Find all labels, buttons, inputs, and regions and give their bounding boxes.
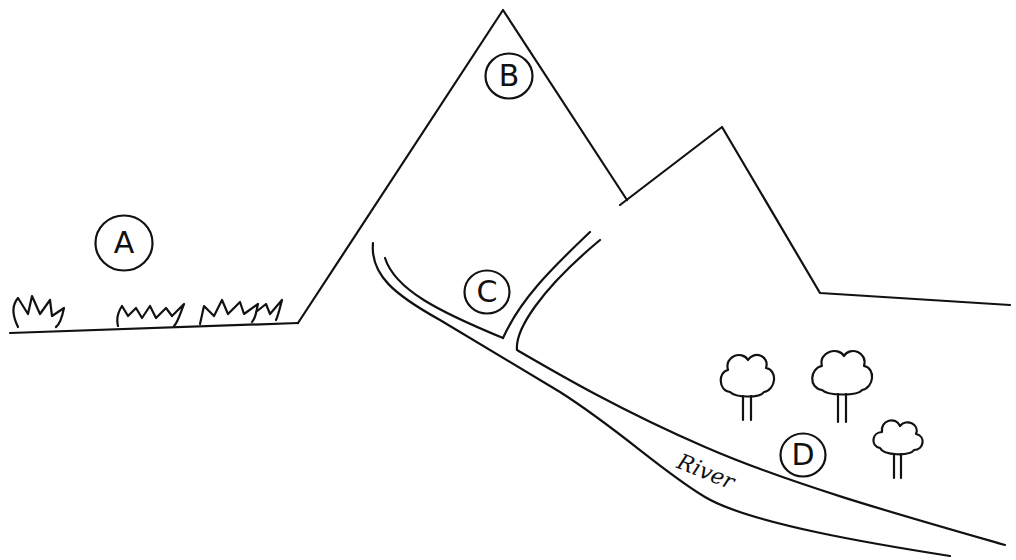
tree (873, 420, 922, 478)
ground-line (10, 323, 298, 333)
river-lower-bank (373, 243, 950, 556)
grass-tufts (14, 296, 283, 327)
circled-letter: D (779, 431, 827, 479)
river-label: River (672, 449, 740, 495)
tree (721, 355, 774, 420)
circle-outline (486, 54, 533, 99)
circled-letter: B (484, 51, 534, 101)
tributary-right-bank (517, 240, 600, 350)
area-letter: B (499, 61, 520, 91)
tree (812, 351, 872, 422)
circled-letter: A (94, 213, 154, 273)
tributary-left-bank (503, 232, 590, 338)
circle-outline (781, 434, 826, 477)
big-mountain (298, 10, 627, 323)
area-letter: C (477, 277, 498, 307)
circle-outline (96, 216, 153, 271)
circle-outline (465, 271, 510, 314)
second-mountain (620, 127, 1010, 305)
area-letter: A (114, 228, 135, 258)
area-letter: D (791, 440, 814, 470)
river-upper-bank (517, 350, 1005, 545)
circled-letter: C (463, 268, 511, 316)
